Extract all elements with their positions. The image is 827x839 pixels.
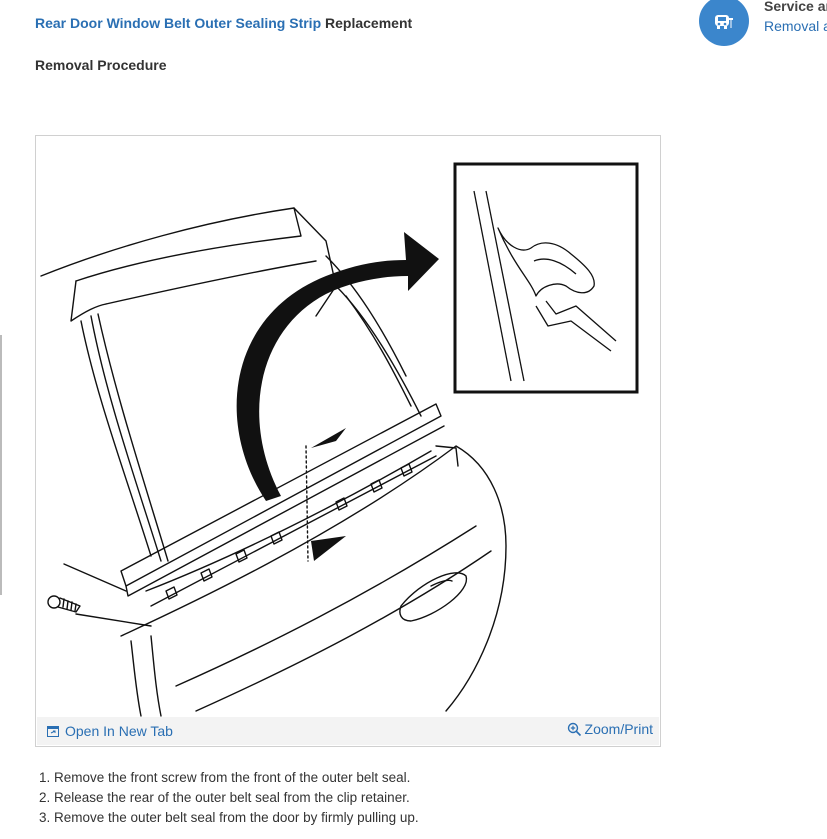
step-2: 2. Release the rear of the outer belt se…: [39, 790, 410, 805]
door-seal-diagram: [40, 162, 639, 717]
related-heading: Service ar: [764, 0, 827, 14]
open-new-tab-label: Open In New Tab: [65, 723, 173, 739]
step-3: 3. Remove the outer belt seal from the d…: [39, 810, 419, 825]
open-new-tab-icon: [47, 725, 59, 737]
procedure-illustration: Open In New Tab Zoom/Print: [35, 135, 661, 747]
zoom-in-icon: [567, 722, 581, 736]
left-edge-divider: [0, 335, 2, 595]
related-service-panel: Service ar Removal a: [764, 0, 827, 34]
title-link[interactable]: Rear Door Window Belt Outer Sealing Stri…: [35, 15, 322, 31]
zoom-print-label: Zoom/Print: [584, 721, 653, 737]
section-subtitle: Removal Procedure: [35, 57, 167, 73]
procedure-steps: 1. Remove the front screw from the front…: [39, 768, 419, 828]
zoom-print-button[interactable]: Zoom/Print: [567, 721, 653, 737]
step-1: 1. Remove the front screw from the front…: [39, 770, 411, 785]
open-new-tab-button[interactable]: Open In New Tab: [47, 723, 173, 739]
title-suffix: Replacement: [321, 15, 413, 31]
related-link[interactable]: Removal a: [764, 18, 827, 34]
car-service-icon[interactable]: [699, 0, 749, 46]
figure-action-bar: Open In New Tab Zoom/Print: [37, 717, 659, 745]
page-title: Rear Door Window Belt Outer Sealing Stri…: [35, 15, 412, 31]
